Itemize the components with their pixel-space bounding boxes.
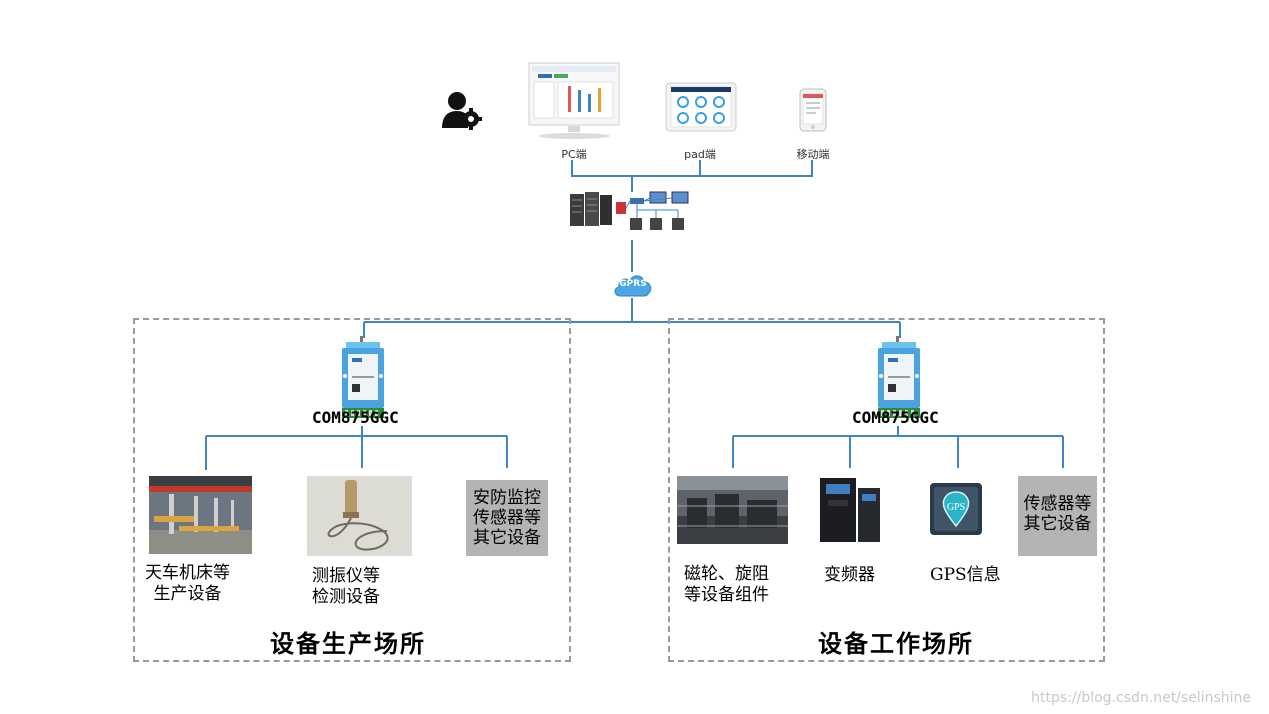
gateway-model-right: COM875GGC: [852, 408, 939, 427]
gateway-device-right: [876, 336, 922, 426]
machinery-photo: [677, 476, 788, 544]
work-site-zone: [668, 318, 1105, 662]
caption-machine-components: 磁轮、旋阻 等设备组件: [684, 564, 769, 605]
vibration-sensor-photo: [307, 476, 412, 556]
production-site-zone: [133, 318, 571, 662]
client-label-pad: pad端: [684, 148, 716, 161]
server-cluster-icon: [568, 190, 698, 242]
box-line: 其它设备: [1023, 514, 1092, 534]
caption-production-equipment: 天车机床等 生产设备: [145, 563, 230, 604]
caption-gps: GPS信息: [930, 565, 1001, 585]
gprs-label: GPRS: [619, 279, 647, 289]
zone-title-production: 设备生产场所: [270, 629, 426, 658]
caption-inspection-equipment: 测振仪等 检测设备: [312, 566, 380, 607]
other-devices-box-left: 安防监控 传感器等 其它设备: [466, 480, 548, 556]
mobile-phone-icon: [799, 88, 827, 132]
box-line: 其它设备: [473, 528, 541, 548]
factory-photo: [149, 476, 252, 554]
client-label-mobile: 移动端: [796, 148, 830, 161]
gateway-model-left: COM875GGC: [312, 408, 399, 427]
other-devices-box-right: 传感器等 其它设备: [1018, 476, 1097, 556]
inverter-photo: [818, 476, 882, 544]
box-line: 传感器等: [473, 508, 541, 528]
zone-title-work: 设备工作场所: [818, 629, 974, 658]
box-line: 传感器等: [1023, 494, 1092, 514]
box-line: 安防监控: [473, 488, 541, 508]
gps-icon: GPS: [929, 482, 983, 536]
client-label-pc: PC端: [561, 148, 587, 161]
pc-monitor-icon: [528, 62, 620, 140]
watermark: https://blog.csdn.net/selinshine: [1031, 690, 1251, 706]
tablet-icon: [665, 82, 737, 132]
gprs-cloud-icon: GPRS: [612, 270, 654, 300]
svg-text:GPS: GPS: [947, 502, 965, 513]
caption-inverter: 变频器: [824, 565, 875, 585]
user-settings-icon: [442, 92, 482, 130]
gateway-device-left: [340, 336, 386, 426]
